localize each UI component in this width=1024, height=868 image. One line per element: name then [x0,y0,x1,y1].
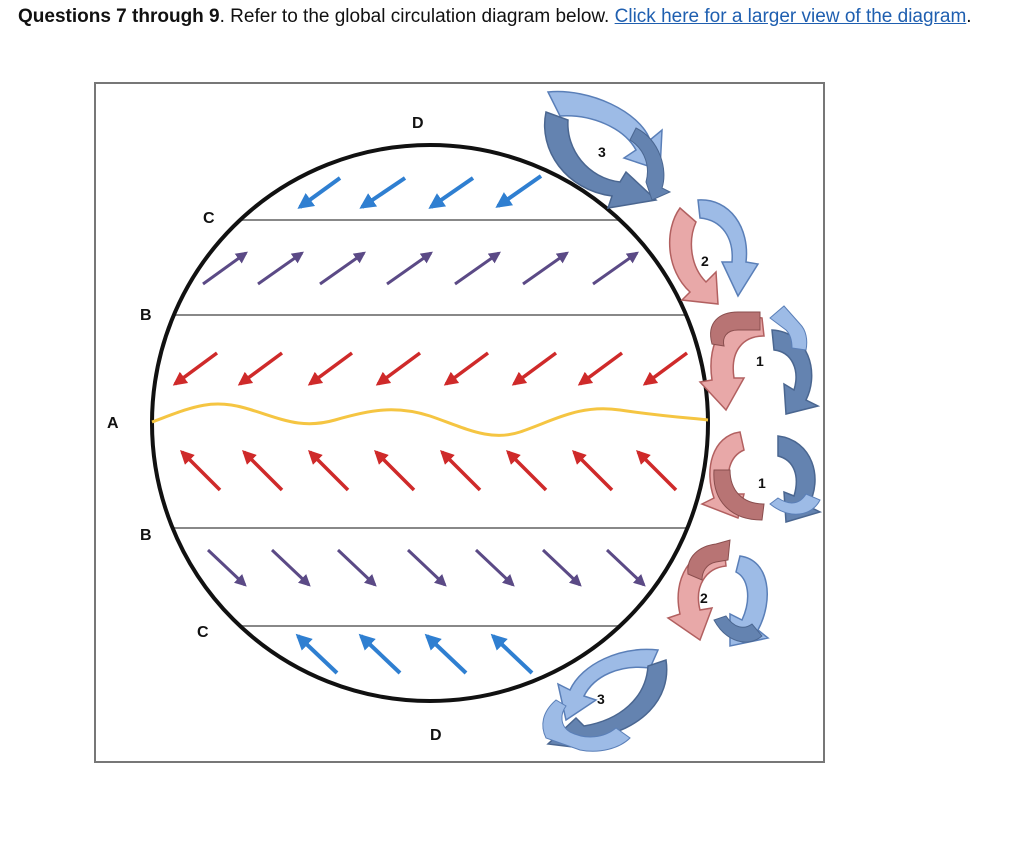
wind-arrow [440,450,482,492]
cell-arrow-blue-dark [713,615,763,643]
label-c-north: C [203,210,215,227]
label-b-south: B [140,527,152,544]
cell-arrow-red-dark [710,311,761,347]
wind-arrow [474,548,515,587]
wind-arrow [454,251,501,286]
wind-arrow [490,633,534,675]
cell-label-polar-south: 3 [597,691,605,707]
wind-arrow [386,251,433,286]
cell-arrow-blue-light [769,305,808,351]
cell-arrow-red [668,206,719,305]
wind-arrow [308,450,350,492]
question-intro: Questions 7 through 9. Refer to the glob… [18,4,978,30]
wind-arrow [237,351,284,386]
westerlies-north [202,251,639,286]
wind-arrow [295,633,339,675]
globe-outline [150,143,710,703]
cell-arrow-blue [697,199,760,298]
wind-arrow [592,251,639,286]
wind-arrow [359,176,407,209]
wind-arrow [428,176,475,209]
wind-arrow [577,351,624,386]
wind-arrow [443,351,490,386]
wind-arrow [374,450,416,492]
wind-arrow [642,351,689,386]
wind-arrow [336,548,377,587]
wind-arrow [605,548,646,587]
cell-label-polar-north: 3 [598,144,606,160]
latitude-lines [152,219,708,627]
polar-cell-south [542,648,668,752]
hadley-cell-south [700,431,823,523]
trade-winds-north [172,351,689,386]
westerlies-south [206,548,646,587]
wind-arrow [506,450,548,492]
wind-arrow [636,450,678,492]
wind-arrow [242,450,284,492]
cell-arrow-blue [729,555,770,647]
cell-label-ferrel-north: 2 [701,253,709,269]
wind-arrow [358,633,402,675]
trade-winds-south [180,450,678,492]
wind-arrow [202,251,248,286]
label-d-north: D [412,115,424,132]
cell-arrow-blue-light [769,493,821,515]
wind-arrow [257,251,304,286]
wind-arrow [319,251,366,286]
circulation-diagram-frame [94,82,825,763]
ferrel-cell-north [668,199,760,305]
hadley-cell-north [698,305,821,415]
label-c-south: C [197,624,209,641]
wind-arrow [522,251,569,286]
cell-label-ferrel-south: 2 [700,590,708,606]
wind-arrow [541,548,582,587]
cell-label-hadley-south: 1 [758,475,766,491]
cell-arrow-upper [546,90,663,172]
label-b-north: B [140,307,152,324]
wind-arrow [406,548,447,587]
polar-easterlies-north [297,174,543,209]
cell-arrow-left [542,699,631,752]
questions-heading: Questions 7 through 9 [18,6,220,27]
wind-arrow [495,174,543,208]
cell-arrow-lower [546,659,668,751]
cell-arrow-upper [556,648,660,722]
wind-arrow [424,633,468,675]
label-d-south: D [430,727,442,744]
wind-arrow [572,450,614,492]
wind-arrow [206,548,247,587]
questions-instruction: . Refer to the global circulation diagra… [219,6,615,27]
wind-arrow [297,176,342,209]
wind-arrow [172,351,219,386]
cell-arrow-red-dark [687,539,731,581]
wind-arrow [180,450,222,492]
polar-easterlies-south [295,633,534,675]
cell-label-hadley-north: 1 [756,353,764,369]
trailing-period: . [966,6,972,27]
polar-cell-north [543,90,672,209]
ferrel-cell-south [666,539,770,647]
wind-arrow [511,351,558,386]
larger-view-link[interactable]: Click here for a larger view of the diag… [614,6,967,27]
cell-arrow-red-dark [713,469,765,521]
wind-arrow [270,548,311,587]
label-a: A [107,415,119,432]
cell-arrow-lower [543,110,658,209]
cell-arrow-right [629,127,672,201]
wind-arrow [375,351,422,386]
wind-arrow [307,351,354,386]
itcz-wave-line [151,402,709,437]
